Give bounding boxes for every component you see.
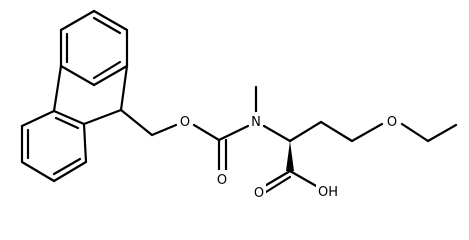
fluorene-upper-ring <box>59 9 129 87</box>
atom-label-acid-oh: OH <box>316 182 340 200</box>
atom-label-nitrogen: N <box>249 112 263 130</box>
carboxylic-acid-group <box>261 141 320 194</box>
svg-text:O: O <box>387 115 397 130</box>
fmoc-linker <box>119 108 178 137</box>
chemical-structure-diagram: O O N O OH O <box>20 9 458 201</box>
svg-text:O: O <box>254 186 264 201</box>
svg-text:O: O <box>217 173 227 188</box>
stereo-wedge-bond <box>286 141 294 171</box>
svg-text:OH: OH <box>318 185 338 200</box>
atom-label-acid-carbonyl-o: O <box>252 183 266 201</box>
fluorenyl-group <box>20 9 129 183</box>
atom-label-ether-o: O <box>385 112 399 130</box>
svg-text:O: O <box>180 115 190 130</box>
atom-label-carbamate-ester-o: O <box>178 112 192 130</box>
fluorene-lower-ring <box>20 109 88 183</box>
fluorene-five-ring <box>52 64 129 126</box>
svg-text:N: N <box>251 115 261 130</box>
amino-acid-backbone <box>262 120 458 143</box>
atom-label-carbamate-carbonyl-o: O <box>215 170 229 188</box>
carbamate-group <box>192 123 250 173</box>
